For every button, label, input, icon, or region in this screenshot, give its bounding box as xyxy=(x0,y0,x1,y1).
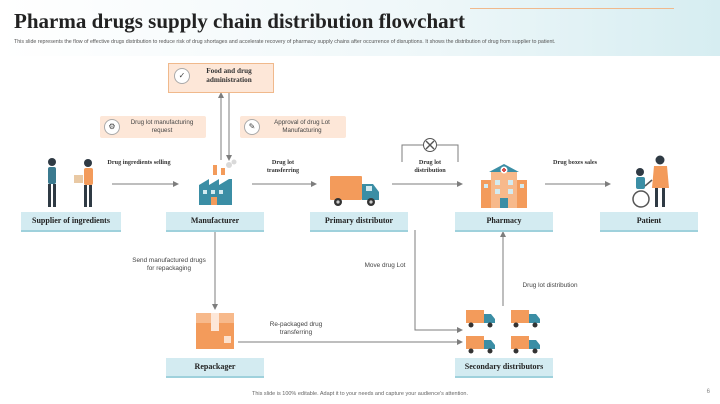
page-number: 6 xyxy=(706,389,710,395)
patient-icon xyxy=(632,155,669,208)
trucks-icon xyxy=(466,310,540,354)
approval-pill xyxy=(240,116,346,138)
arrow-primary-secondary xyxy=(414,230,463,333)
request-pill xyxy=(100,116,206,138)
page-subtitle: This slide represents the flow of effect… xyxy=(14,39,556,45)
label-drug-lot-distribution-right: Drug lot distribution xyxy=(522,282,578,289)
header-accent-line xyxy=(470,8,674,9)
approval-label: Approval of drug Lot Manufacturing xyxy=(274,119,330,134)
label-repackaged-transferring: Re-packaged drug transferring xyxy=(269,321,323,336)
label-move-drug-lot: Move drug Lot xyxy=(364,262,406,269)
node-repackager: Repackager xyxy=(166,358,264,378)
label-drug-lot-distribution-top: Drug lot distribution xyxy=(414,159,446,174)
label-drug-boxes-sales: Drug boxes sales xyxy=(552,159,597,166)
cross-icon xyxy=(423,138,437,152)
label-drug-ingredients: Drug ingredients selling xyxy=(107,159,171,166)
mini-truck-1 xyxy=(466,310,495,328)
building-icon xyxy=(481,164,527,208)
node-patient: Patient xyxy=(600,212,698,232)
mini-truck-4 xyxy=(511,336,540,354)
box-icon xyxy=(196,313,234,349)
node-manufacturer: Manufacturer xyxy=(166,212,264,232)
node-primary-distributor: Primary distributor xyxy=(310,212,408,232)
mini-truck-2 xyxy=(511,310,540,328)
header-band xyxy=(0,0,720,56)
label-send-repack: Send manufactured drugs for repackaging xyxy=(132,257,206,272)
label-drug-lot-transferring: Drug lot transferring xyxy=(266,159,300,174)
request-icon: ⚙ xyxy=(104,119,120,135)
approval-pill-icon: ✎ xyxy=(244,119,260,135)
factory-icon xyxy=(199,159,237,205)
node-pharmacy: Pharmacy xyxy=(455,212,553,232)
request-label: Drug lot manufacturing request xyxy=(130,119,194,134)
node-secondary-distributors: Secondary distributors xyxy=(455,358,553,378)
footer-text: This slide is 100% editable. Adapt it to… xyxy=(252,391,468,397)
approval-icon: ✓ xyxy=(174,68,190,84)
people-icon xyxy=(48,158,93,207)
mini-truck-3 xyxy=(466,336,495,354)
truck-icon xyxy=(330,176,379,206)
node-supplier: Supplier of ingredients xyxy=(21,212,121,232)
page-title: Pharma drugs supply chain distribution f… xyxy=(14,9,465,33)
fda-label: Food and drug administration xyxy=(206,67,252,84)
